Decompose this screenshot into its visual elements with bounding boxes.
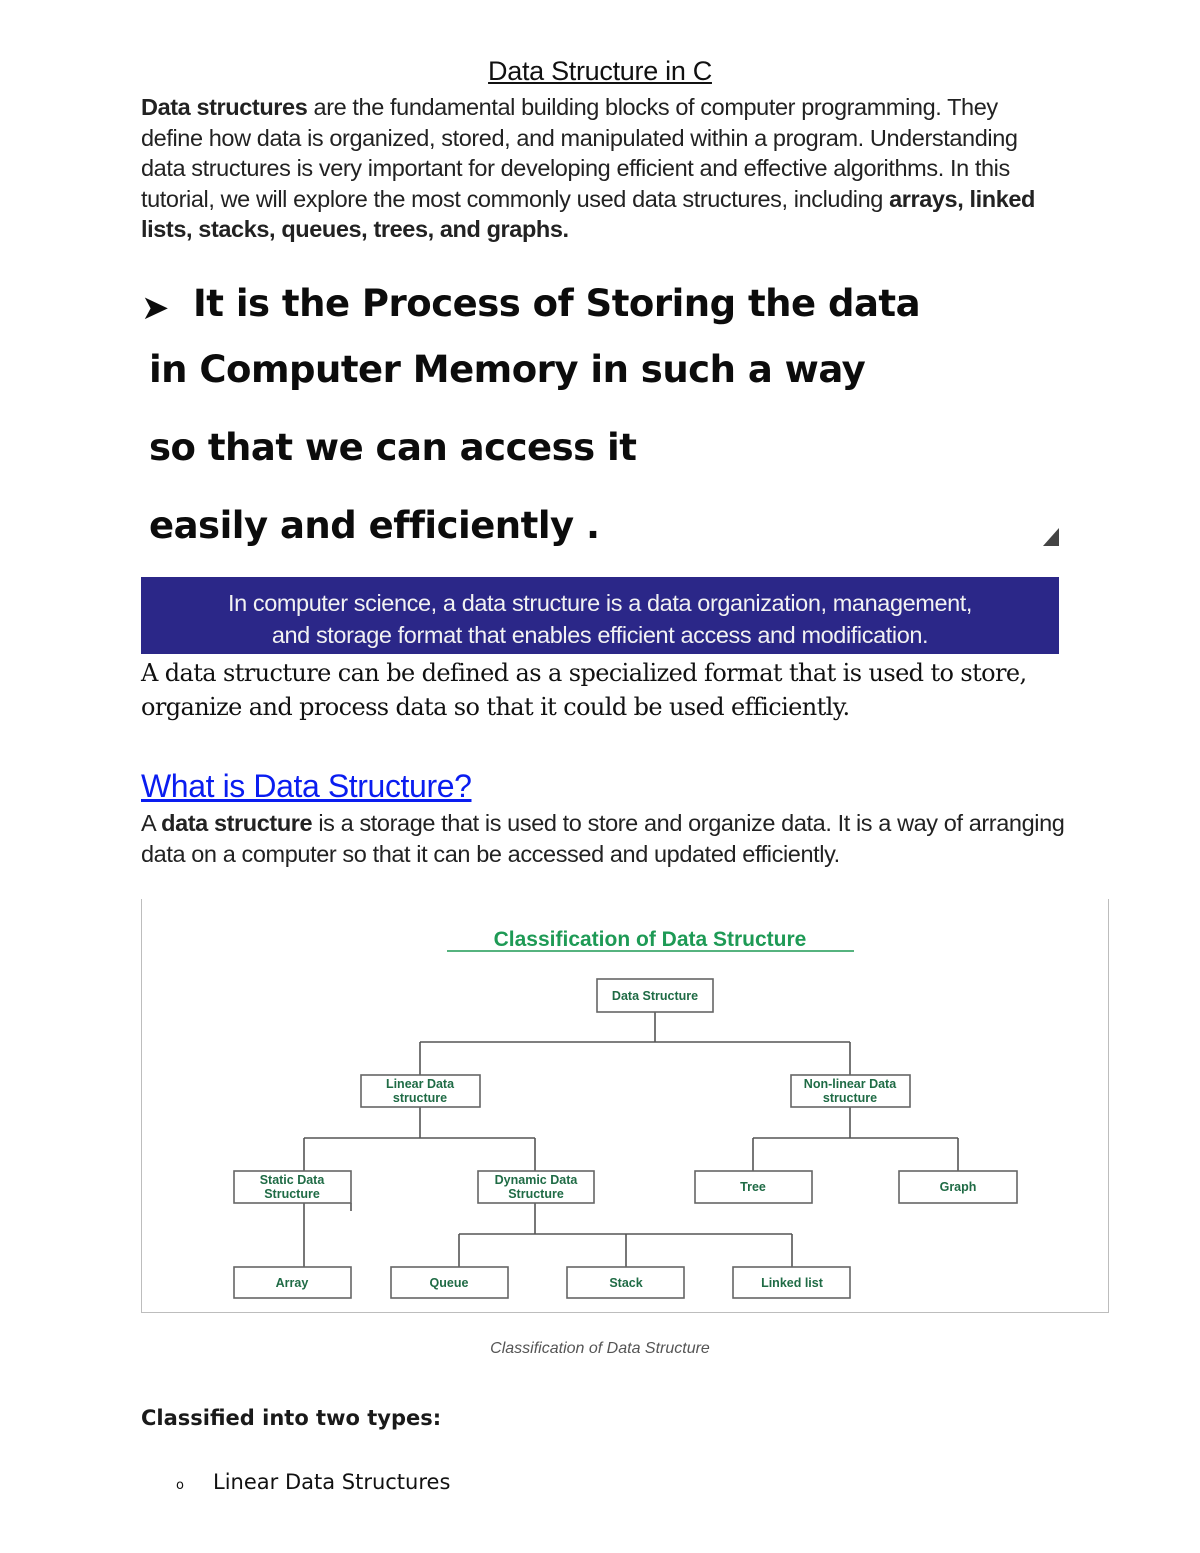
node-box-queue — [390, 1266, 509, 1299]
slide-image: ➤ It is the Process of Storing the data … — [141, 282, 1059, 552]
resize-corner-icon — [1043, 528, 1059, 546]
slide-line: easily and efficiently . — [149, 504, 600, 547]
definition-banner: In computer science, a data structure is… — [141, 577, 1059, 654]
intro-text: are the fundamental building blocks of c… — [141, 94, 1018, 212]
arrowhead-bullet-icon: ➤ — [141, 288, 170, 328]
document-title: Data Structure in C — [488, 56, 712, 86]
node-nonlinear-line1: Non-linear Data — [804, 1077, 897, 1091]
intro-bold-lead: Data structures — [141, 94, 308, 120]
what-is-heading-link[interactable]: What is Data Structure? — [141, 768, 472, 804]
node-box-stack — [566, 1266, 685, 1299]
classified-heading: Classified into two types: — [141, 1406, 442, 1430]
list-item: o Linear Data Structures — [176, 1470, 450, 1494]
node-box-dynamic — [477, 1170, 595, 1204]
node-queue: Queue — [430, 1276, 469, 1290]
banner-line: and storage format that enables efficien… — [271, 622, 929, 648]
classification-tree-diagram: Classification of Data Structure — [233, 928, 1018, 1299]
node-box-graph — [898, 1170, 1018, 1204]
circle-bullet-icon: o — [176, 1478, 184, 1493]
node-dynamic-line1: Dynamic Data — [495, 1173, 579, 1187]
node-array: Array — [276, 1276, 309, 1290]
node-linked-list: Linked list — [761, 1276, 824, 1290]
node-static-line1: Static Data — [260, 1173, 326, 1187]
what-is-text-pre: A — [141, 810, 162, 836]
intro-paragraph: Data structures are the fundamental buil… — [141, 92, 1061, 245]
list-item-label: Linear Data Structures — [213, 1470, 451, 1494]
slide-line: It is the Process of Storing the data — [193, 282, 921, 325]
figure-title: Classification of Data Structure — [494, 928, 807, 951]
what-is-paragraph: A data structure is a storage that is us… — [141, 808, 1071, 869]
node-box-static — [233, 1170, 352, 1204]
node-tree: Tree — [740, 1180, 766, 1194]
slide-line: in Computer Memory in such a way — [149, 348, 866, 391]
what-is-text-bold: data structure — [161, 810, 313, 836]
node-graph: Graph — [940, 1180, 977, 1194]
node-linear-line2: structure — [393, 1091, 447, 1105]
node-static-line2: Structure — [264, 1187, 320, 1201]
banner-line: In computer science, a data structure is… — [227, 590, 973, 616]
node-box-linked-list — [732, 1266, 851, 1299]
node-root: Data Structure — [612, 989, 698, 1003]
node-box-root — [596, 978, 714, 1013]
node-box-array — [233, 1266, 352, 1299]
figure-caption: Classification of Data Structure — [490, 1340, 710, 1357]
node-box-linear — [360, 1074, 481, 1108]
definition-paragraph: A data structure can be defined as a spe… — [141, 659, 1027, 721]
node-stack: Stack — [609, 1276, 642, 1290]
node-box-tree — [694, 1170, 813, 1204]
node-nonlinear-line2: structure — [823, 1091, 877, 1105]
intro-bold-tail: arrays, linked lists, stacks, queues, tr… — [141, 185, 1035, 243]
what-is-text-post: is a storage that is used to store and o… — [141, 810, 1065, 867]
node-box-nonlinear — [790, 1074, 911, 1108]
slide-line: so that we can access it — [149, 426, 637, 469]
node-linear-line1: Linear Data — [386, 1077, 455, 1091]
classification-figure: Classification of Data Structure — [141, 899, 1109, 1313]
node-dynamic-line2: Structure — [508, 1187, 564, 1201]
